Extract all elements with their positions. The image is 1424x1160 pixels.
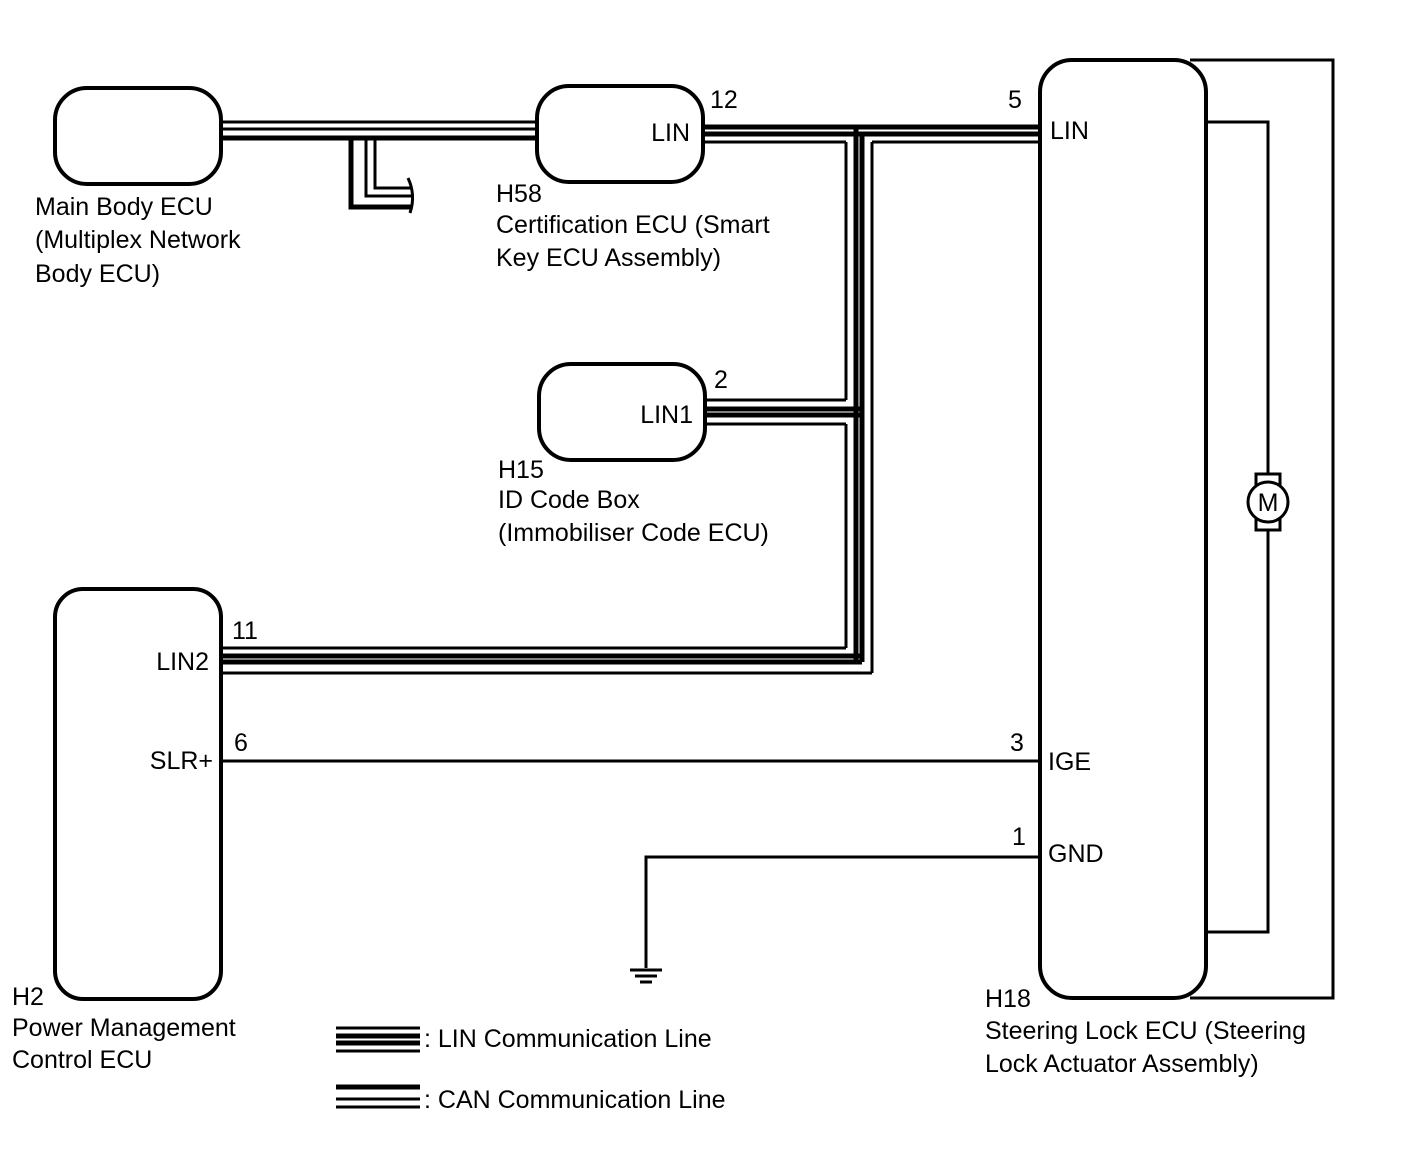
power-management-ecu-name-line-2: Control ECU bbox=[12, 1046, 152, 1074]
can-branch-mid bbox=[364, 138, 412, 198]
main-body-ecu-name-line-2: (Multiplex Network bbox=[35, 226, 241, 254]
break-mark bbox=[406, 177, 415, 214]
id-code-box: LIN1 2 H15 ID Code Box (Immobiliser Code… bbox=[498, 362, 769, 547]
can-communication-line bbox=[221, 120, 537, 214]
id-code-box-pin-label: LIN1 bbox=[640, 401, 693, 429]
id-code-box-pin-number: 2 bbox=[714, 366, 728, 394]
motor-wire-top bbox=[1206, 120, 1270, 474]
steering-lock-pin-number-lin: 5 bbox=[1008, 86, 1022, 114]
main-body-ecu-box bbox=[53, 86, 223, 186]
motor-icon bbox=[1246, 480, 1290, 524]
steering-lock-pin-label-gnd: GND bbox=[1048, 840, 1104, 868]
gnd-wire bbox=[644, 855, 1040, 968]
certification-ecu-pin-number: 12 bbox=[710, 86, 738, 114]
steering-lock-pin-label-ige: IGE bbox=[1048, 748, 1091, 776]
power-management-pin-number-lin2: 11 bbox=[232, 617, 258, 645]
certification-ecu-name-line-1: Certification ECU (Smart bbox=[496, 211, 770, 239]
id-code-box-shape bbox=[537, 362, 707, 462]
certification-ecu: LIN 12 H58 Certification ECU (Smart Key … bbox=[496, 84, 770, 272]
main-body-ecu-name-line-3: Body ECU) bbox=[35, 260, 160, 288]
power-management-ecu: LIN2 11 SLR+ 6 H2 Power Management Contr… bbox=[12, 587, 258, 1074]
power-management-pin-label-slr: SLR+ bbox=[150, 747, 213, 775]
certification-ecu-name-line-2: Key ECU Assembly) bbox=[496, 244, 721, 272]
steering-lock-ecu-name-line-1: Steering Lock ECU (Steering bbox=[985, 1017, 1306, 1045]
legend-can-label: : CAN Communication Line bbox=[424, 1086, 726, 1114]
id-code-box-code: H15 bbox=[498, 456, 544, 484]
steering-lock-ecu-box bbox=[1038, 58, 1208, 1000]
legend-lin-label: : LIN Communication Line bbox=[424, 1025, 712, 1053]
motor-symbol-label: M bbox=[1258, 489, 1279, 517]
steering-lock-pin-number-ige: 3 bbox=[1010, 729, 1024, 757]
motor-wire-bottom bbox=[1206, 530, 1270, 934]
id-code-box-name-line-1: ID Code Box bbox=[498, 486, 640, 514]
id-code-box-name-line-2: (Immobiliser Code ECU) bbox=[498, 519, 769, 547]
legend: : LIN Communication Line : CAN Communica… bbox=[336, 1025, 726, 1114]
steering-lock-ecu-code: H18 bbox=[985, 985, 1031, 1013]
power-management-pin-label-lin2: LIN2 bbox=[156, 648, 209, 676]
power-management-ecu-name-line-1: Power Management bbox=[12, 1014, 236, 1042]
legend-can: : CAN Communication Line bbox=[336, 1084, 726, 1114]
legend-lin: : LIN Communication Line bbox=[336, 1025, 712, 1053]
can-branch-inner bbox=[373, 138, 412, 190]
steering-lock-ecu: LIN 5 IGE 3 GND 1 H18 Steering Lock ECU … bbox=[985, 58, 1335, 1078]
actuator-assembly-enclosure bbox=[1190, 58, 1335, 1000]
power-management-ecu-box bbox=[53, 587, 223, 1001]
main-body-ecu: Main Body ECU (Multiplex Network Body EC… bbox=[35, 86, 241, 288]
steering-lock-ecu-name-line-2: Lock Actuator Assembly) bbox=[985, 1050, 1259, 1078]
main-body-ecu-name-line-1: Main Body ECU bbox=[35, 193, 213, 221]
steering-lock-motor: M bbox=[1206, 120, 1290, 934]
can-branch-outer bbox=[348, 138, 412, 210]
power-management-ecu-code: H2 bbox=[12, 983, 44, 1011]
certification-ecu-pin-label: LIN bbox=[651, 119, 690, 147]
power-management-pin-number-slr: 6 bbox=[234, 729, 248, 757]
certification-ecu-code: H58 bbox=[496, 180, 542, 208]
lin-communication-line bbox=[221, 124, 1040, 675]
steering-lock-pin-number-gnd: 1 bbox=[1012, 823, 1026, 851]
steering-lock-pin-label-lin: LIN bbox=[1050, 117, 1089, 145]
ground-circuit bbox=[630, 855, 1040, 984]
